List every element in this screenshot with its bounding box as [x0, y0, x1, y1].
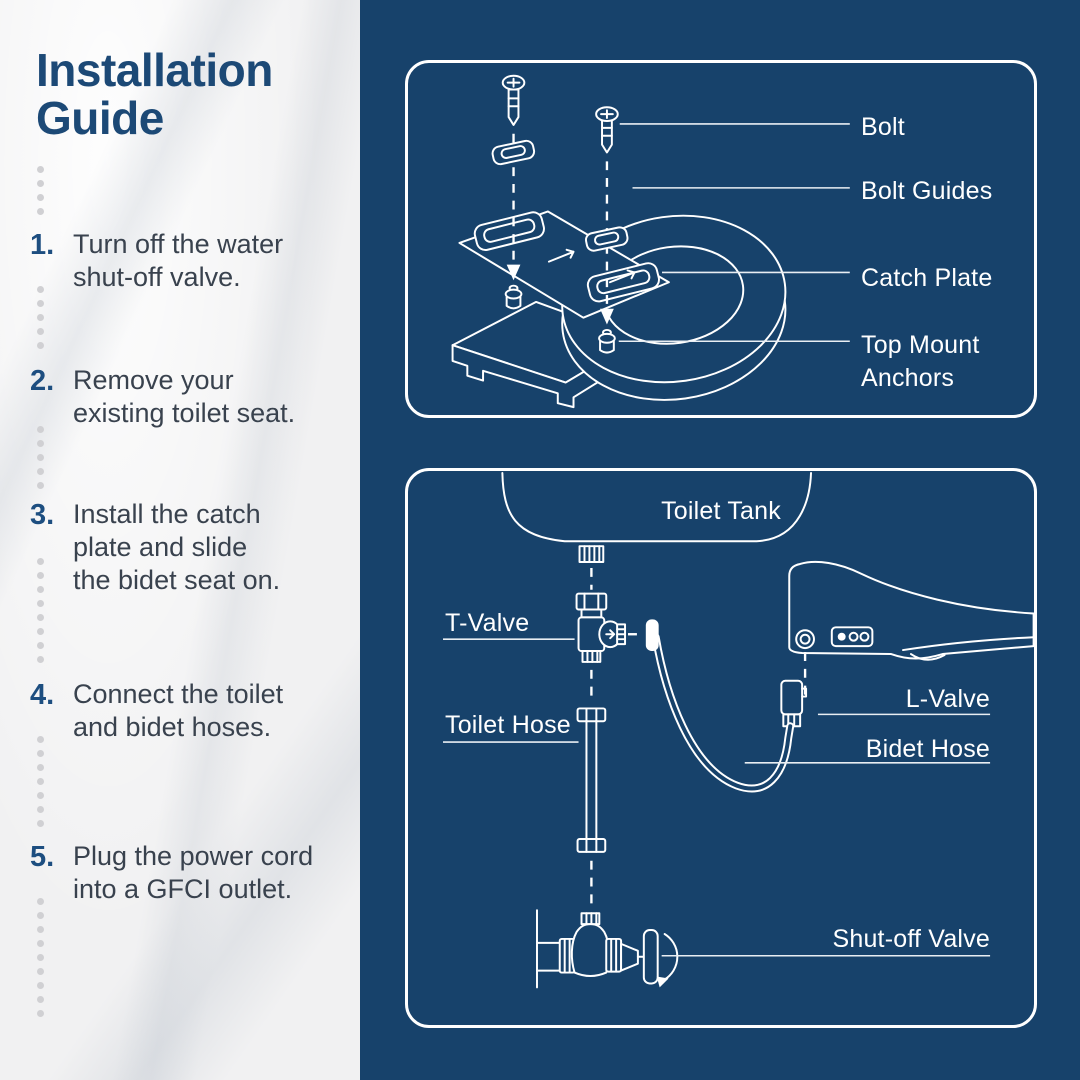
- step-item-4: 4. Connect the toilet and bidet hoses.: [30, 678, 350, 744]
- diagram-box-mounting: Bolt Bolt Guides Catch Plate Top Mount A…: [405, 60, 1037, 418]
- bolt-guide-drawing: [491, 139, 536, 166]
- dots-divider: [37, 898, 44, 1017]
- bidet-hose-drawing: [628, 619, 795, 793]
- label-bidet-hose: Bidet Hose: [865, 735, 990, 763]
- step-item-2: 2. Remove your existing toilet seat.: [30, 364, 350, 430]
- step-number: 2.: [30, 365, 55, 397]
- step-text: Install the catch plate and slide the bi…: [73, 499, 281, 595]
- label-l-valve: L-Valve: [905, 685, 990, 713]
- toilet-tank-drawing: [501, 471, 813, 543]
- step-text: Remove your existing toilet seat.: [73, 365, 296, 428]
- shut-off-valve-drawing: [536, 909, 679, 989]
- exploded-mounting-diagram: [451, 74, 850, 409]
- t-valve-drawing: [575, 592, 627, 663]
- step-item-1: 1. Turn off the water shut-off valve.: [30, 228, 350, 294]
- dots-divider: [37, 286, 44, 349]
- step-item-3: 3. Install the catch plate and slide the…: [30, 498, 350, 597]
- catch-plate-drawing: [458, 210, 670, 319]
- dots-divider: [37, 736, 44, 827]
- bolt-drawing-right: [595, 106, 619, 154]
- step-number: 5.: [30, 841, 55, 873]
- top-mount-anchor-drawing: [504, 284, 523, 310]
- bolt-drawing-left: [501, 74, 526, 126]
- label-t-valve: T-Valve: [445, 609, 530, 637]
- step-number: 3.: [30, 499, 55, 531]
- right-panel: Bolt Bolt Guides Catch Plate Top Mount A…: [360, 0, 1080, 1080]
- label-catch-plate: Catch Plate: [861, 264, 993, 292]
- label-bolt-guides: Bolt Guides: [861, 177, 993, 205]
- page-title: Installation Guide: [36, 44, 273, 145]
- label-top-mount-anchors: Top Mount Anchors: [861, 331, 980, 392]
- diagram-box-plumbing: Toilet Tank T-Valve Toilet Hose L-Valve …: [405, 468, 1037, 1028]
- toilet-hose-drawing: [576, 707, 607, 853]
- bolt-guide-drawing: [585, 226, 629, 252]
- top-mount-anchor-drawing: [598, 328, 616, 354]
- tank-outlet-drawing: [578, 545, 605, 564]
- dots-divider: [37, 166, 44, 215]
- step-item-5: 5. Plug the power cord into a GFCI outle…: [30, 840, 350, 906]
- left-panel: Installation Guide 1. Turn off the water…: [0, 0, 360, 1080]
- step-number: 1.: [30, 229, 55, 261]
- label-bolt: Bolt: [861, 113, 905, 141]
- step-text: Turn off the water shut-off valve.: [73, 229, 284, 292]
- step-text: Plug the power cord into a GFCI outlet.: [73, 841, 314, 904]
- plumbing-hookup-diagram: [443, 471, 1034, 989]
- bidet-seat-drawing: [788, 560, 1034, 661]
- label-toilet-tank: Toilet Tank: [661, 497, 781, 525]
- dots-divider: [37, 426, 44, 489]
- l-valve-drawing: [780, 679, 808, 728]
- label-shut-off-valve: Shut-off Valve: [832, 925, 990, 953]
- dots-divider: [37, 558, 44, 663]
- step-number: 4.: [30, 679, 55, 711]
- label-toilet-hose: Toilet Hose: [445, 711, 571, 739]
- step-text: Connect the toilet and bidet hoses.: [73, 679, 284, 742]
